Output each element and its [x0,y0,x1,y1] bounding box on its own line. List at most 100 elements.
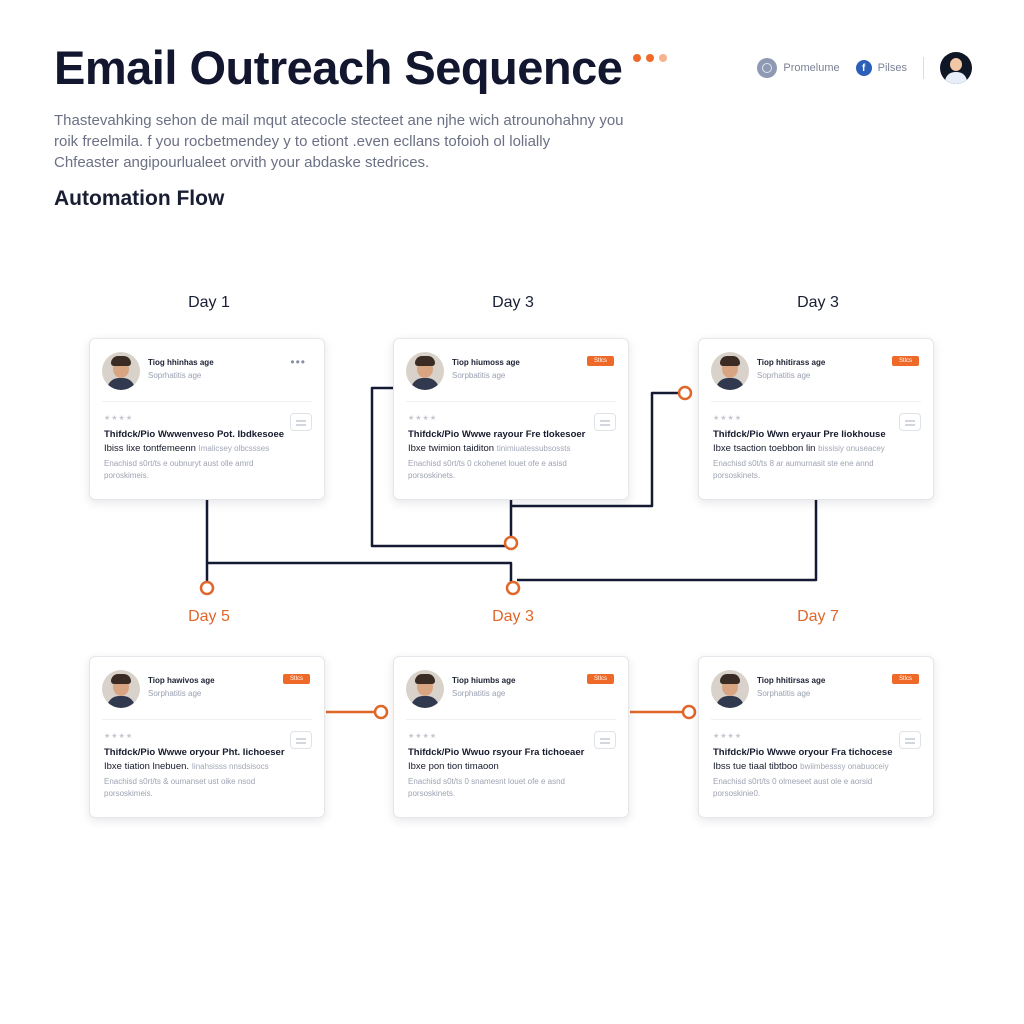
rating-stars: ★★★★ [713,415,743,422]
email-card[interactable]: Tiop hhitirass age Soprhatitis age Stlcs… [698,338,934,500]
connector-node [199,580,215,596]
section-title: Automation Flow [54,187,225,210]
avatar-shirt [411,378,439,390]
status-badge: Stlcs [586,674,614,684]
chat-icon[interactable] [290,413,312,431]
rating-stars: ★★★★ [104,733,134,740]
status-badge: Stlcs [586,356,614,366]
email-preview: Ibxe pon tion timaoon [408,761,618,772]
status-badge: Stlcs [282,674,310,684]
email-body-end: poroskimeis. [104,471,149,480]
avatar-face [950,58,962,71]
avatar-hair [720,674,740,684]
sender-name: Tiop hiumbs age [452,676,516,685]
rating-stars: ★★★★ [713,733,743,740]
connector-line [205,500,513,587]
sender-name: Tiog hhinhas age [148,358,214,367]
email-card[interactable]: Tiop hiumbs age Sorphatitis age Stlcs ★★… [393,656,629,818]
avatar-body [945,72,967,84]
card-divider [711,401,921,402]
sender-avatar-icon [102,352,140,390]
header-nav: Promelume f Pilses [757,52,972,84]
email-card[interactable]: Tiop hiumoss age Sorpbatitis age Stlcs ★… [393,338,629,500]
avatar-hair [111,356,131,366]
header-link-promelume[interactable]: Promelume [757,58,840,78]
day-label: Day 3 [492,608,534,625]
avatar-shirt [411,696,439,708]
connector-line [517,500,818,582]
day-label: Day 5 [188,608,230,625]
page-description: Thastevahking sehon de mail mqut atecocl… [54,110,644,173]
description-line: Thastevahking sehon de mail mqut atecocl… [54,112,624,129]
email-card[interactable]: Tiop hhitirsas age Sorphatitis age Stlcs… [698,656,934,818]
card-divider [406,401,616,402]
email-body-end: porsoskinie0. [713,789,761,798]
sender-avatar-icon [711,352,749,390]
sender-name: Tiop hawivos age [148,676,215,685]
day-label: Day 7 [797,608,839,625]
page-title: Email Outreach Sequence [54,41,623,94]
email-subject: Thifdck/Pio Wwwe oryour Pht. Iichoeser [104,747,285,758]
accent-dot [659,54,667,62]
email-card[interactable]: Tiog hhinhas age Soprhatitis age ••• ★★★… [89,338,325,500]
sender-name: Tiop hhitirsas age [757,676,826,685]
email-body-end: porsoskinets. [408,471,456,480]
email-preview: Ibxe twimion taiditon tinimiuatessubsoss… [408,443,618,454]
email-preview-meta: tinimiuatessubsossts [496,444,571,453]
header-link-pilses[interactable]: f Pilses [855,60,907,76]
sender-name: Tiop hhitirass age [757,358,826,367]
header-link-label: Pilses [877,62,907,74]
user-avatar-icon[interactable] [940,52,972,84]
day-label: Day 1 [188,294,230,311]
email-preview-text: Ibxe tsaction toebbon lin [713,443,816,454]
email-preview-meta: bissisiy onuseacey [818,444,885,453]
email-preview: Ibss tue tiaal tibtboo bwiimbesssy onabu… [713,761,923,772]
sender-avatar-icon [406,670,444,708]
email-body: Enachisd s0t/ts 0 snamesnt louet ofe e a… [408,777,565,786]
description-line: Chfeaster angipourlualeet orvith your ab… [54,154,430,171]
avatar-hair [415,356,435,366]
sender-avatar-icon [406,352,444,390]
email-preview: Ibiss lixe tontfemeenn Imalicsey olbcsss… [104,443,314,454]
email-preview: Ibxe tiation lnebuen. Iinahsisss nnsdsis… [104,761,314,772]
status-badge: Stlcs [891,356,919,366]
connector-node [505,580,521,596]
connector-line [511,391,685,508]
sender-meta: Sorphatitis age [757,689,811,698]
email-body: Enachisd s0rt/ts e oubnuryt aust olle am… [104,459,254,468]
sender-avatar-icon [711,670,749,708]
email-preview-text: Ibxe twimion taiditon [408,443,495,454]
more-options-icon[interactable]: ••• [290,355,306,369]
facebook-icon: f [855,60,872,76]
email-preview-meta: Imalicsey olbcssses [198,444,270,453]
email-body-end: porsoskinets. [713,471,761,480]
card-divider [711,719,921,720]
chat-icon[interactable] [899,731,921,749]
email-body: Enachisd s0rt/ts 0 ckohenet louet ofe e … [408,459,567,468]
email-preview-text: Ibxe tiation lnebuen. [104,761,190,772]
email-card[interactable]: Tiop hawivos age Sorphatitis age Stlcs ★… [89,656,325,818]
email-subject: Thifdck/Pio Wwn eryaur Pre liokhouse [713,429,886,440]
email-subject: Thifdck/Pio Wwwe rayour Fre tlokesoer [408,429,586,440]
chat-icon[interactable] [899,413,921,431]
card-divider [406,719,616,720]
avatar-hair [111,674,131,684]
avatar-hair [415,674,435,684]
email-body: Enachisd s0rt/ts 0 olmeseet aust ole e a… [713,777,873,786]
header-divider [923,57,924,79]
email-preview: Ibxe tsaction toebbon lin bissisiy onuse… [713,443,923,454]
email-subject: Thifdck/Pio Wwuo rsyour Fra tichoeaer [408,747,585,758]
sender-name: Tiop hiumoss age [452,358,520,367]
chat-icon[interactable] [594,731,616,749]
chat-icon[interactable] [594,413,616,431]
email-body: Enachisd s0t/ts 8 ar aumurnasit ste ene … [713,459,874,468]
card-divider [102,401,312,402]
avatar-shirt [716,378,744,390]
avatar-shirt [107,378,135,390]
email-preview-meta: Iinahsisss nnsdsisocs [191,762,269,771]
chat-icon[interactable] [290,731,312,749]
status-badge: Stlcs [891,674,919,684]
email-body-end: porsoskimeis. [104,789,153,798]
sender-meta: Sorphatitis age [148,689,202,698]
